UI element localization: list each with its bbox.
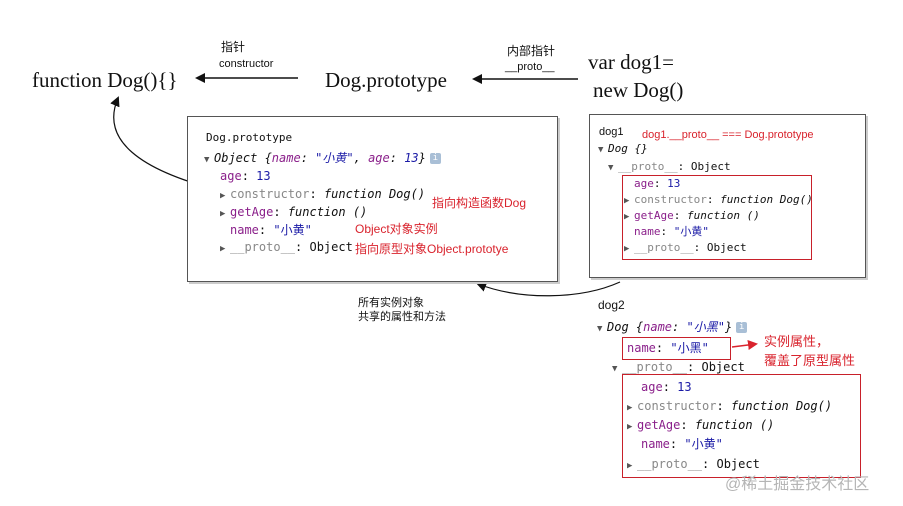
expand-triangle-icon: ▶	[624, 244, 630, 254]
dog2-note: 实例属性， 覆盖了原型属性	[764, 332, 855, 370]
name-row: name: "小黄"	[230, 223, 312, 237]
dog2-getage-row[interactable]: ▶getAge: function ()	[627, 416, 774, 436]
function-dog-label: function Dog(){}	[32, 68, 178, 92]
shared-note: 所有实例对象 共享的属性和方法	[358, 296, 446, 324]
expand-triangle-icon: ▶	[624, 196, 630, 206]
shared-note-line1: 所有实例对象	[358, 297, 424, 309]
expand-triangle-icon: ▶	[220, 191, 226, 201]
expand-triangle-icon: ▶	[627, 403, 633, 413]
expand-triangle-icon: ▼	[598, 145, 604, 155]
dog-prototype-label: Dog.prototype	[325, 68, 447, 92]
note-object-instance: Object对象实例	[355, 222, 438, 236]
internal-pointer-label: 内部指针	[507, 44, 556, 58]
dog-prototype-panel: Dog.prototype ▼Object {name: "小黄", age: …	[187, 116, 558, 282]
dog2-note-pointer	[731, 340, 758, 350]
shared-note-line2: 共享的属性和方法	[358, 311, 446, 323]
dog1-getage-row[interactable]: ▶getAge: function ()	[624, 208, 760, 225]
expand-triangle-icon: ▶	[220, 244, 226, 254]
panel-title: Dog.prototype	[206, 131, 293, 144]
dog1-proto-row[interactable]: ▼__proto__: Object	[608, 159, 731, 176]
expand-triangle-icon: ▼	[612, 364, 618, 374]
dog2-proto-row[interactable]: ▼__proto__: Object	[612, 359, 745, 377]
dog2-name-row: name: "小黑"	[627, 341, 709, 355]
constructor-label: constructor	[219, 58, 274, 70]
dog1-title: dog1	[599, 126, 624, 138]
dog2-note-line2: 覆盖了原型属性	[764, 353, 856, 368]
info-icon: i	[429, 153, 441, 164]
getage-row[interactable]: ▶getAge: function ()	[220, 204, 367, 222]
dog1-name-row: name: "小黄"	[634, 225, 709, 238]
age-row: age: 13	[220, 169, 271, 183]
expand-triangle-icon: ▼	[608, 163, 614, 173]
dog2-note-line1: 实例属性，	[764, 334, 830, 349]
dog2-name-highlight	[622, 337, 731, 360]
shared-curve	[476, 281, 621, 297]
pointer-label: 指针	[221, 40, 246, 54]
instance-line2: new Dog()	[593, 78, 684, 102]
dog2-age-row: age: 13	[641, 380, 692, 394]
note-object-prototype: 指向原型对象Object.prototye	[355, 242, 509, 256]
instance-line1: var dog1=	[588, 50, 674, 74]
dog1-object-row[interactable]: ▼Dog {}	[598, 141, 648, 158]
dog1-age-row: age: 13	[634, 177, 681, 190]
dog1-panel: dog1 dog1.__proto__ === Dog.prototype ▼D…	[589, 114, 866, 278]
dog2-prototype-highlight	[622, 374, 861, 478]
expand-triangle-icon: ▶	[627, 461, 633, 471]
dog1-prototype-highlight	[622, 175, 812, 260]
dog1-constructor-row[interactable]: ▶constructor: function Dog()	[624, 192, 813, 209]
dog1-proto2-row[interactable]: ▶__proto__: Object	[624, 240, 747, 257]
proto-label: __proto__	[505, 61, 555, 73]
dog2-constructor-row[interactable]: ▶constructor: function Dog()	[627, 397, 832, 417]
expand-triangle-icon: ▶	[627, 422, 633, 432]
object-summary-row[interactable]: ▼Object {name: "小黄", age: 13}i	[204, 150, 441, 168]
dog1-equation: dog1.__proto__ === Dog.prototype	[642, 129, 814, 141]
expand-triangle-icon: ▶	[624, 212, 630, 222]
proto-row[interactable]: ▶__proto__: Object	[220, 239, 353, 257]
expand-triangle-icon: ▼	[204, 155, 210, 165]
dog2-title: dog2	[598, 298, 625, 312]
note-constructor: 指向构造函数Dog	[432, 196, 527, 210]
expand-triangle-icon: ▶	[220, 209, 226, 219]
dog2-name2-row: name: "小黄"	[641, 437, 723, 451]
watermark: @稀土掘金技术社区	[725, 476, 870, 493]
dog2-proto2-row[interactable]: ▶__proto__: Object	[627, 455, 760, 475]
constructor-row[interactable]: ▶constructor: function Dog()	[220, 186, 425, 204]
dog2-object-row[interactable]: ▼Dog {name: "小黑"}i	[597, 319, 748, 337]
info-icon: i	[736, 322, 748, 333]
expand-triangle-icon: ▼	[597, 324, 603, 334]
